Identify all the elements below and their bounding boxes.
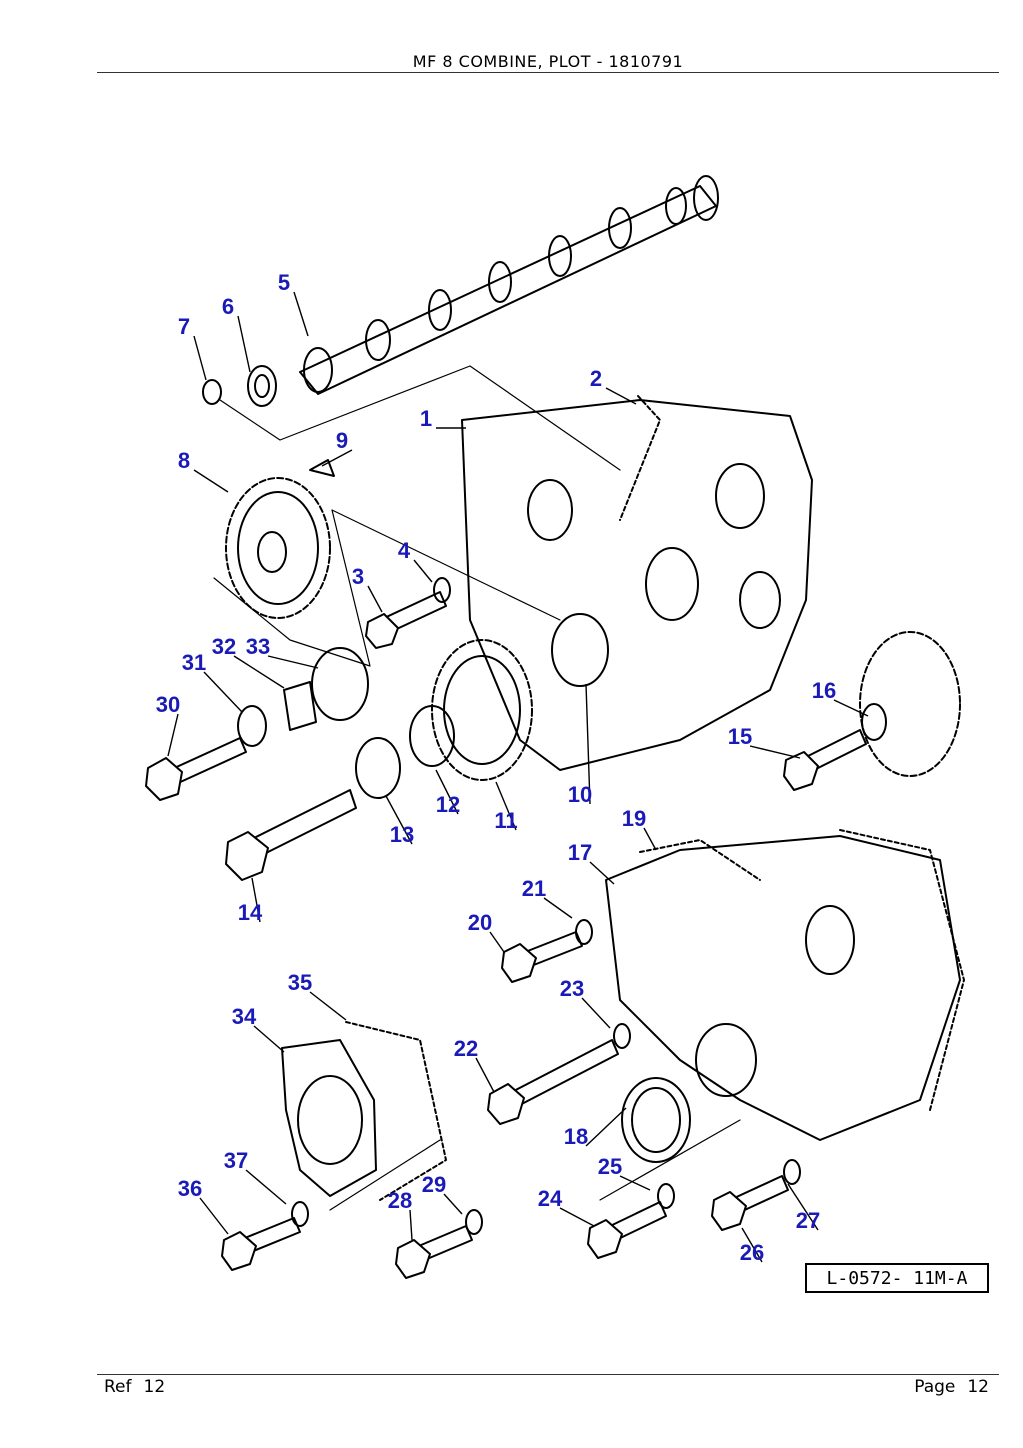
callout-leader-25	[619, 1175, 651, 1191]
callout-leader-20	[489, 931, 505, 953]
callout-22: 22	[454, 1036, 478, 1061]
callout-23: 23	[560, 976, 584, 1001]
callout-leader-30	[167, 713, 179, 757]
callout-20: 20	[468, 910, 492, 935]
callout-leader-5	[293, 291, 309, 337]
callout-25: 25	[598, 1154, 622, 1179]
callout-leader-9	[321, 449, 353, 467]
callout-leader-17	[589, 861, 615, 885]
callout-27: 27	[796, 1208, 820, 1233]
header-rule	[97, 72, 999, 73]
callout-leader-21	[543, 897, 573, 919]
callout-8: 8	[178, 448, 190, 473]
callout-leader-34	[253, 1025, 285, 1053]
callout-15: 15	[728, 724, 752, 749]
drawing-code: L-0572- 11M-A	[827, 1268, 968, 1289]
callout-leader-22	[475, 1057, 495, 1093]
callout-11: 11	[494, 808, 517, 833]
callout-29: 29	[422, 1172, 446, 1197]
callout-leader-23	[581, 997, 611, 1029]
callout-leader-10	[585, 683, 591, 805]
callout-leader-15	[749, 745, 801, 759]
callout-leader-33	[267, 655, 319, 669]
callout-10: 10	[568, 782, 592, 807]
callout-35: 35	[288, 970, 312, 995]
callout-leader-14	[251, 877, 261, 923]
page-label: Page	[914, 1377, 956, 1397]
timing-housing	[461, 399, 813, 771]
callout-28: 28	[388, 1188, 412, 1213]
callout-leader-27	[787, 1183, 819, 1231]
ref-label: Ref	[104, 1377, 132, 1397]
camshaft	[299, 175, 719, 395]
callout-leader-18	[585, 1107, 627, 1147]
callout-leader-7	[193, 335, 207, 381]
callout-leader-26	[741, 1227, 763, 1263]
callout-34: 34	[232, 1004, 257, 1029]
callout-16: 16	[812, 678, 836, 703]
callout-9: 9	[336, 428, 348, 453]
callout-24: 24	[538, 1186, 563, 1211]
callout-13: 13	[390, 822, 414, 847]
page-title: MF 8 COMBINE, PLOT - 1810791	[412, 52, 684, 71]
drawing-code-stamp: L-0572- 11M-A	[805, 1263, 989, 1293]
footer-ref: Ref 12	[104, 1377, 165, 1397]
callout-30: 30	[156, 692, 180, 717]
callout-5: 5	[278, 270, 290, 295]
callout-leader-8	[193, 469, 229, 493]
callout-leader-3	[367, 585, 383, 613]
callout-4: 4	[398, 538, 411, 563]
callout-leader-36	[199, 1197, 229, 1235]
callout-1: 1	[420, 406, 432, 431]
callout-7: 7	[178, 314, 190, 339]
callout-leader-37	[245, 1169, 287, 1205]
callout-leader-2	[605, 387, 637, 405]
callout-leader-13	[385, 795, 413, 845]
callout-leader-32	[233, 655, 285, 689]
footer-rule	[97, 1374, 999, 1375]
callout-leader-16	[833, 699, 869, 717]
callout-31: 31	[182, 650, 206, 675]
page-value: 12	[967, 1377, 989, 1397]
callout-leader-24	[559, 1207, 595, 1227]
callout-14: 14	[238, 900, 263, 925]
callout-18: 18	[564, 1124, 588, 1149]
callout-32: 32	[212, 634, 236, 659]
callout-21: 21	[522, 876, 546, 901]
callout-2: 2	[590, 366, 602, 391]
callout-37: 37	[224, 1148, 248, 1173]
timing-cover	[605, 829, 965, 1141]
callout-leader-12	[435, 769, 459, 815]
callout-26: 26	[740, 1240, 764, 1265]
callout-19: 19	[622, 806, 646, 831]
ref-value: 12	[143, 1377, 166, 1397]
callout-17: 17	[568, 840, 592, 865]
callout-leader-31	[203, 671, 243, 713]
callout-leader-35	[309, 991, 347, 1021]
callout-12: 12	[436, 792, 460, 817]
callout-leader-6	[237, 315, 251, 373]
callout-leader-29	[443, 1193, 463, 1215]
callout-3: 3	[352, 564, 364, 589]
callout-leader-4	[413, 559, 433, 583]
callout-33: 33	[246, 634, 270, 659]
callout-leader-28	[409, 1209, 413, 1241]
callout-36: 36	[178, 1176, 202, 1201]
callout-leader-19	[643, 827, 657, 851]
footer-page: Page 12	[914, 1377, 989, 1397]
camshaft-gear	[225, 477, 331, 619]
callout-leader-11	[495, 781, 517, 831]
callout-6: 6	[222, 294, 234, 319]
